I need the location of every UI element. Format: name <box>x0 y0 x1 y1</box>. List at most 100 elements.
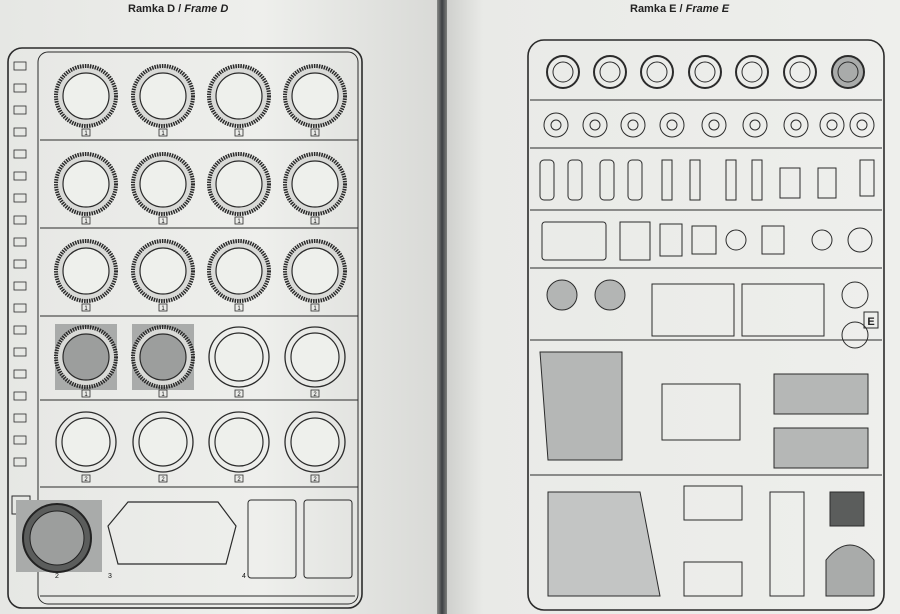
right-page-title: Ramka E / Frame E <box>630 3 730 15</box>
wheel-4-0-outer <box>55 411 117 473</box>
wheel-4-3-inner <box>290 417 340 467</box>
sprue-tab <box>13 193 27 203</box>
wheel-part-number: 2 <box>237 392 241 398</box>
wheel-label-box <box>234 474 244 483</box>
sprue-tab <box>13 105 27 115</box>
wheel-4-1-inner <box>138 417 188 467</box>
wheel-part-number: 1 <box>161 392 165 398</box>
wheel-part-number: 1 <box>84 131 88 137</box>
wheel-label-box <box>81 389 91 398</box>
part-3-label: 3 <box>108 573 112 580</box>
wheel-1-1-inner <box>139 160 187 208</box>
frame-d-wheels: 1 1 1 1 1 1 1 1 1 1 1 1 1 1 2 2 2 2 2 2 <box>54 64 347 483</box>
wheel-4-0-inner <box>61 417 111 467</box>
wheel-part-number: 2 <box>313 392 317 398</box>
wheel-label-box <box>81 303 91 312</box>
wheel-part-number: 2 <box>161 477 165 483</box>
wheel-2-0-inner <box>62 247 110 295</box>
wheel-3-0-inner <box>62 333 110 381</box>
sprue-tab <box>13 281 27 291</box>
wheel-label-box <box>158 474 168 483</box>
sprue-tab <box>13 127 27 137</box>
frame-d-outer-frame <box>7 47 363 609</box>
wheel-3-2-outer <box>208 326 270 388</box>
part-4-side-panel-b <box>303 499 353 579</box>
wheel-part-number: 1 <box>313 306 317 312</box>
wheel-part-number: 1 <box>161 219 165 225</box>
sprue-tab <box>13 369 27 379</box>
wheel-3-3-outer <box>284 326 346 388</box>
wheel-label-box <box>234 216 244 225</box>
wheel-part-number: 2 <box>84 477 88 483</box>
wheel-4-2-inner <box>214 417 264 467</box>
wheel-2-1-inner <box>139 247 187 295</box>
sprue-tab <box>13 413 27 423</box>
part-4-label: 4 <box>242 573 246 580</box>
wheel-label-box <box>81 216 91 225</box>
wheel-part-number: 1 <box>237 306 241 312</box>
sprue-tab <box>13 61 27 71</box>
part-3-hood-panel <box>107 501 237 565</box>
frame-d-side-tabs <box>13 61 27 467</box>
wheel-0-2-inner <box>215 72 263 120</box>
sprue-tab <box>13 259 27 269</box>
wheel-4-3-outer <box>284 411 346 473</box>
wheel-part-number: 1 <box>161 306 165 312</box>
wheel-4-2-outer <box>208 411 270 473</box>
wheel-label-box <box>310 303 320 312</box>
sprue-tab <box>13 215 27 225</box>
wheel-part-number: 1 <box>84 219 88 225</box>
part-4-side-panel-a <box>247 499 297 579</box>
sprue-tab <box>13 325 27 335</box>
wheel-part-number: 2 <box>313 477 317 483</box>
wheel-label-box <box>310 389 320 398</box>
wheel-0-1-inner <box>139 72 187 120</box>
wheel-1-2-inner <box>215 160 263 208</box>
wheel-3-1-inner <box>139 333 187 381</box>
wheel-3-2-inner <box>214 332 264 382</box>
wheel-2-3-inner <box>291 247 339 295</box>
sprue-tab <box>13 457 27 467</box>
left-page-title: Ramka D / Frame D <box>128 3 229 15</box>
wheel-part-number: 1 <box>161 131 165 137</box>
book-gutter <box>437 0 447 614</box>
part-2-label: 2 <box>55 573 59 580</box>
wheel-label-box <box>234 389 244 398</box>
sprue-tab <box>13 237 27 247</box>
sprue-tab <box>13 83 27 93</box>
sprue-tab <box>13 149 27 159</box>
wheel-0-0-inner <box>62 72 110 120</box>
wheel-part-number: 1 <box>313 219 317 225</box>
wheel-label-box <box>158 216 168 225</box>
wheel-label-box <box>158 128 168 137</box>
wheel-part-number: 1 <box>84 392 88 398</box>
wheel-label-box <box>234 128 244 137</box>
sprue-tab <box>13 391 27 401</box>
wheel-label-box <box>158 389 168 398</box>
wheel-label-box <box>158 303 168 312</box>
wheel-4-1-outer <box>132 411 194 473</box>
wheel-label-box <box>310 128 320 137</box>
wheel-part-number: 1 <box>84 306 88 312</box>
frame-d-dividers <box>40 139 358 488</box>
right-page <box>447 0 900 614</box>
wheel-label-box <box>310 474 320 483</box>
wheel-label-box <box>310 216 320 225</box>
part-2-tire-inner <box>29 510 85 566</box>
wheel-part-number: 1 <box>313 131 317 137</box>
wheel-part-number: 1 <box>237 131 241 137</box>
sprue-tab <box>13 303 27 313</box>
sprue-tab <box>13 435 27 445</box>
wheel-part-number: 1 <box>237 219 241 225</box>
wheel-part-number: 2 <box>237 477 241 483</box>
wheel-label-box <box>234 303 244 312</box>
wheel-0-3-inner <box>291 72 339 120</box>
wheel-2-2-inner <box>215 247 263 295</box>
sprue-tab <box>13 347 27 357</box>
sprue-tab <box>13 171 27 181</box>
wheel-3-3-inner <box>290 332 340 382</box>
frame-d-inner-frame <box>37 51 359 605</box>
wheel-label-box <box>81 128 91 137</box>
wheel-1-0-inner <box>62 160 110 208</box>
